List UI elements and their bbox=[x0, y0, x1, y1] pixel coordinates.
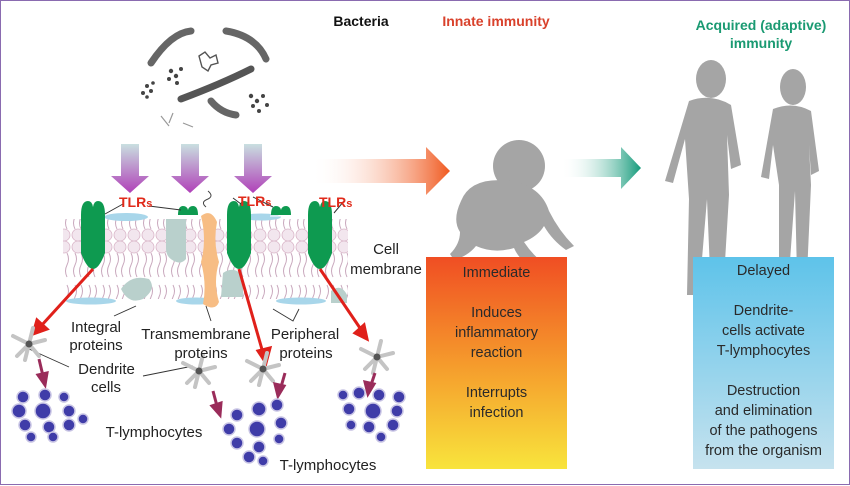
adaptive-progress-arrow bbox=[561, 147, 641, 189]
innate-summary-box bbox=[426, 257, 567, 469]
innate-immunity-heading: Innate immunity bbox=[442, 13, 550, 29]
acquired-immunity-heading-line1: Acquired (adaptive) bbox=[695, 17, 827, 33]
bacteria-heading: Bacteria bbox=[333, 13, 389, 29]
tlr-label-2: TLRs bbox=[238, 193, 272, 209]
acquired-summary-box bbox=[693, 257, 834, 469]
acquired-immunity-heading-line2: immunity bbox=[729, 35, 793, 51]
dendrite-cells-label-line1: Dendrite bbox=[78, 361, 135, 378]
t-lymphocytes-label-1: T-lymphocytes bbox=[105, 424, 203, 441]
acquired-box-text: Delayed Dendrite- cells activate T-lymph… bbox=[693, 261, 834, 461]
innate-progress-arrow bbox=[311, 147, 450, 195]
tlr-label-3: TLRs bbox=[319, 194, 353, 210]
innate-line-immediate: Immediate bbox=[462, 265, 531, 281]
peripheral-proteins-label-line1: Peripheral bbox=[270, 326, 340, 343]
acquired-line-pathogens: of the pathogens bbox=[709, 423, 818, 439]
acquired-line-destruction: Destruction bbox=[726, 383, 801, 399]
transmembrane-proteins-label-line1: Transmembrane bbox=[141, 326, 251, 343]
peripheral-proteins-label-line2: proteins bbox=[279, 345, 333, 362]
cell-membrane-label-line1: Cell bbox=[373, 241, 399, 258]
innate-line-induces: Induces bbox=[471, 305, 522, 321]
t-lymphocytes-label-2: T-lymphocytes bbox=[279, 457, 377, 474]
t-lymphocytes-illustration bbox=[11, 386, 406, 467]
dendrite-cells-label-line2: cells bbox=[90, 379, 121, 396]
bacteria-illustration bbox=[141, 27, 270, 128]
adult-silhouettes bbox=[665, 60, 819, 295]
integral-proteins-label-line2: proteins bbox=[69, 337, 123, 354]
stimulation-arrows bbox=[35, 358, 377, 419]
signal-arrows bbox=[111, 144, 272, 193]
innate-line-infection: infection bbox=[469, 405, 524, 421]
cell-membrane-label-line2: membrane bbox=[350, 261, 422, 278]
innate-line-reaction: reaction bbox=[470, 345, 523, 361]
acquired-line-dendrite: Dendrite- bbox=[733, 303, 794, 319]
acquired-line-elimination: and elimination bbox=[714, 403, 813, 419]
innate-line-interrupts: Interrupts bbox=[465, 385, 528, 401]
integral-proteins-label-line1: Integral bbox=[70, 319, 122, 336]
baby-silhouette bbox=[450, 140, 574, 266]
tlr-label-1: TLRs bbox=[119, 194, 153, 210]
acquired-line-organism: from the organism bbox=[705, 443, 822, 459]
innate-line-inflammatory: inflammatory bbox=[455, 325, 538, 341]
innate-box-text: Immediate Induces inflammatory reaction … bbox=[426, 263, 567, 423]
dendrite-cells bbox=[11, 326, 395, 389]
acquired-line-delayed: Delayed bbox=[736, 263, 791, 279]
activation-arrows bbox=[30, 267, 370, 367]
transmembrane-proteins-label-line2: proteins bbox=[174, 345, 228, 362]
acquired-line-t-lymphocytes: T-lymphocytes bbox=[716, 343, 811, 359]
cell-membrane-bilayer bbox=[63, 190, 348, 308]
acquired-line-cells-activate: cells activate bbox=[721, 323, 805, 339]
